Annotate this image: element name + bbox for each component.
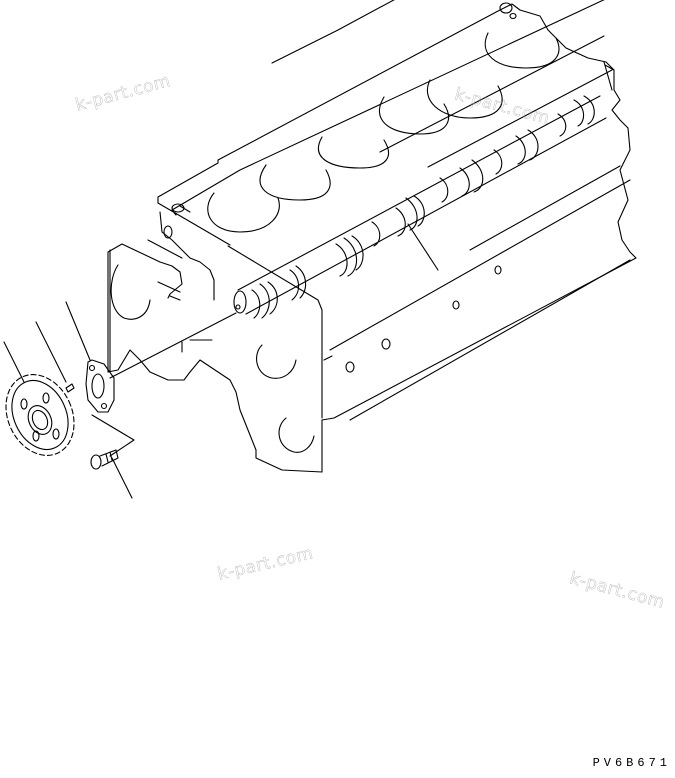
cylinder-block [107, 0, 637, 473]
key [65, 383, 75, 393]
thrust-plate [85, 359, 115, 413]
assembly-axis-line [109, 312, 237, 379]
leader-line [407, 223, 439, 271]
assembly-axis-line-bolt [91, 414, 135, 457]
cam-gear [5, 374, 75, 456]
bolt [90, 449, 119, 470]
leader-lines [3, 301, 133, 499]
camshaft [233, 95, 607, 319]
figure-code: PV6B671 [592, 756, 671, 770]
